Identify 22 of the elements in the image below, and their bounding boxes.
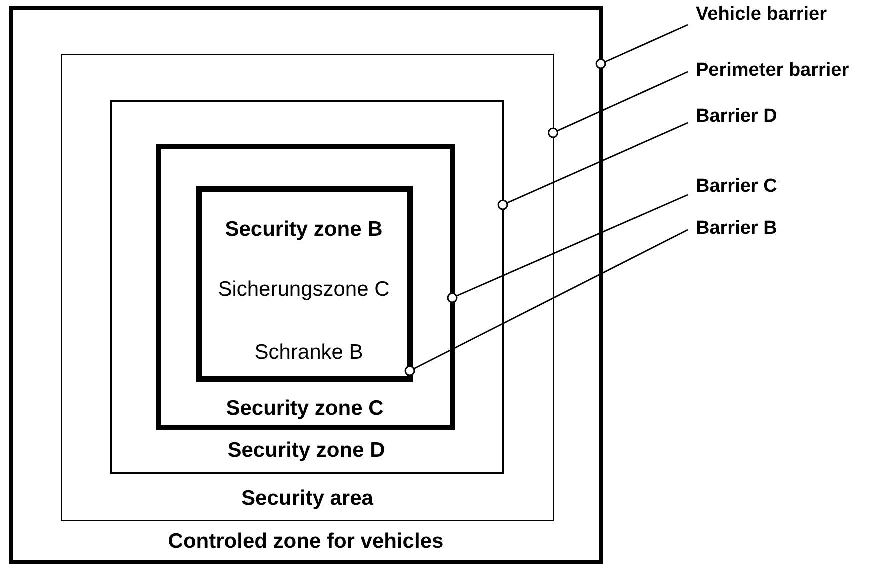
zone-label: Sicherungszone C [218, 278, 390, 302]
callout-label: Perimeter barrier [688, 58, 850, 82]
zone-label: Security zone C [226, 396, 384, 420]
zone-label: Security zone D [228, 438, 386, 462]
zone-label: Security zone B [225, 218, 383, 242]
zone-boundary-box [196, 186, 412, 382]
callout-label: Barrier B [688, 216, 778, 240]
zone-label: Schranke B [254, 340, 364, 364]
leader-line [404, 229, 688, 376]
zone-boundary-box [110, 100, 504, 474]
leader-line [596, 24, 688, 70]
callout-label: Barrier D [688, 104, 778, 128]
leader-line [498, 122, 688, 210]
zone-label: Controled zone for vehicles [168, 530, 444, 554]
callout-label: Vehicle barrier [688, 2, 827, 29]
leader-line [548, 71, 688, 138]
zone-boundary-box [9, 6, 603, 564]
zone-label: Security area [242, 486, 374, 510]
zone-boundary-box [61, 54, 554, 521]
zone-boundary-box [156, 144, 454, 430]
leader-line [447, 194, 688, 304]
callout-label: Barrier C [688, 174, 778, 199]
